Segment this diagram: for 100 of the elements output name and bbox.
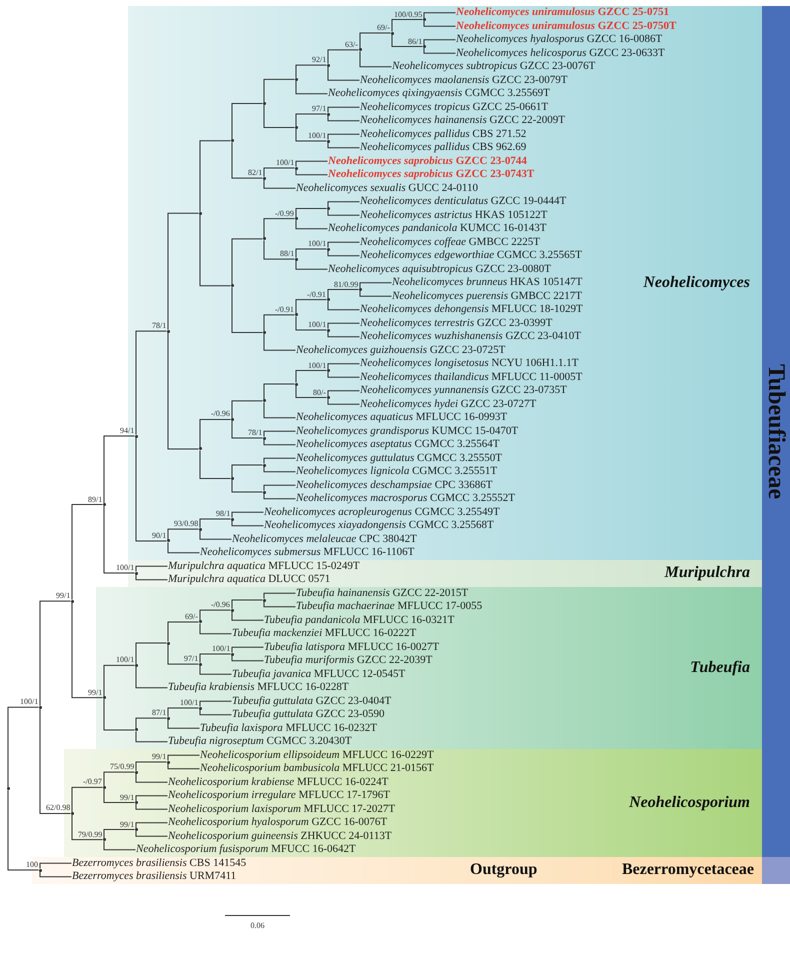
branch-line: [296, 220, 328, 230]
branch-line: [200, 140, 231, 212]
support-value: 92/1: [312, 55, 326, 64]
branch-node-dot: [134, 828, 138, 831]
support-value: 99/1: [152, 752, 166, 761]
branch-line: [296, 169, 328, 176]
support-value: -/0.96: [211, 409, 230, 418]
branch-line: [232, 286, 263, 334]
branch-line: [328, 134, 360, 140]
taxon-label: Neohelicomyces aquisubtropicus GZCC 23-0080T: [328, 262, 551, 276]
taxon-label: Neohelicosporium fusisporum MFUCC 16-0642T: [136, 843, 356, 856]
taxon-label: Neohelicomyces thailandicus MFLUCC 11-0005T: [360, 370, 582, 384]
branch-line: [328, 398, 360, 405]
branch-line: [296, 299, 327, 314]
support-value: 69/-: [185, 612, 198, 621]
branch-line: [40, 600, 71, 706]
branch-node-dot: [230, 139, 234, 142]
branch-line: [392, 19, 423, 32]
support-value: 97/1: [184, 654, 198, 664]
branch-line: [328, 372, 360, 378]
branch-line: [136, 795, 168, 802]
taxon-label: Neohelicosporium laxisporum MFLUCC 17-2027T: [168, 802, 396, 816]
taxon-label: Neohelicomyces longisetosus NCYU 106H1.1.1T: [360, 357, 578, 370]
taxon-label: Tubeufia guttulata GZCC 23-0590: [232, 708, 384, 722]
taxon-label: Tubeufia krabiensis MFLUCC 16-0228T: [168, 681, 349, 694]
branch-node-dot: [358, 288, 362, 291]
branch-line: [136, 730, 168, 742]
branch-line: [168, 754, 200, 761]
branch-line: [200, 214, 231, 286]
branch-line: [168, 621, 199, 642]
branch-line: [136, 804, 168, 810]
branch-node-dot: [326, 248, 330, 250]
support-value: 88/1: [280, 249, 294, 258]
support-value: -/0.97: [83, 777, 102, 786]
taxon-label: Neohelicomyces lignicola CGMCC 3.25551T: [296, 465, 498, 478]
branch-node-dot: [134, 664, 138, 667]
branch-node-dot: [262, 237, 266, 240]
branch-node-dot: [390, 32, 394, 34]
branch-node-dot: [102, 786, 106, 789]
branch-line: [168, 212, 199, 330]
taxon-label: Neohelicomyces hyalosporus GZCC 16-0086T: [456, 33, 662, 46]
branch-node-dot: [422, 45, 426, 48]
branch-node-dot: [134, 572, 138, 574]
taxon-label: Neohelicomyces tropicus GZCC 25-0661T: [360, 100, 548, 114]
branch-line: [360, 290, 392, 297]
branch-line: [264, 334, 296, 351]
branch-line: [232, 646, 264, 653]
branch-line: [328, 331, 360, 338]
support-value: 79/0.99: [78, 830, 102, 839]
support-value: 100/1: [180, 698, 198, 707]
branch-line: [296, 64, 327, 78]
branch-node-dot: [294, 382, 298, 386]
branch-line: [328, 242, 360, 248]
taxon-label: Neohelicomyces aquaticus MFLUCC 16-0993T: [296, 411, 508, 424]
branch-node-dot: [166, 760, 170, 764]
taxon-label: Neohelicomyces pandanicola KUMCC 16-0143T: [328, 222, 546, 236]
branch-line: [296, 80, 328, 94]
branch-node-dot: [134, 770, 138, 774]
branch-line: [264, 104, 295, 128]
branch-line: [264, 218, 295, 238]
support-value: 69/-: [377, 23, 390, 32]
branch-line: [264, 466, 296, 472]
branch-line: [296, 385, 327, 398]
support-value: -/0.91: [307, 290, 326, 299]
branch-line: [328, 201, 360, 208]
branch-node-dot: [198, 447, 202, 450]
taxon-label: Neohelicomyces pallidus CBS 271.52: [360, 128, 526, 141]
support-value: 100/1: [308, 360, 326, 370]
taxon-label: Neohelicosporium krabiense MFLUCC 16-0224T: [168, 776, 388, 789]
branch-line: [264, 458, 296, 464]
branch-line: [264, 168, 295, 178]
branch-line: [200, 450, 231, 479]
branch-line: [328, 289, 359, 299]
branch-node-dot: [198, 662, 202, 666]
taxon-label: Neohelicomyces subtropicus GZCC 23-0076T: [392, 60, 596, 74]
branch-line: [168, 542, 200, 554]
taxon-label: Neohelicomyces hydei GZCC 23-0727T: [360, 398, 536, 411]
branch-line: [104, 698, 135, 730]
branch-line: [168, 763, 200, 770]
branch-line: [264, 439, 296, 446]
branch-node-dot: [230, 652, 234, 656]
taxon-label: Neohelicomyces guttulatus CGMCC 3.25550T: [296, 452, 502, 465]
clade-label: Neohelicomyces: [643, 272, 750, 293]
branch-node-dot: [294, 78, 298, 81]
taxon-label: Tubeufia muriformis GZCC 22-2039T: [264, 654, 432, 668]
branch-line: [200, 610, 231, 621]
branch-node-dot: [358, 48, 362, 52]
branch-node-dot: [230, 477, 234, 480]
support-value: 78/1: [152, 321, 166, 330]
taxon-label: Neohelicomyces acropleurogenus CGMCC 3.25549T: [264, 506, 500, 519]
branch-node-dot: [230, 518, 234, 520]
support-value: 100/1: [308, 320, 326, 329]
branch-line: [136, 574, 168, 580]
branch-line: [104, 772, 135, 786]
branch-node-dot: [326, 328, 330, 332]
taxon-label: Neohelicomyces saprobicus GZCC 23-0743T: [328, 168, 534, 182]
branch-node-dot: [262, 176, 266, 180]
branch-line: [232, 512, 264, 518]
branch-line: [168, 719, 200, 729]
family-bar: [762, 6, 790, 856]
